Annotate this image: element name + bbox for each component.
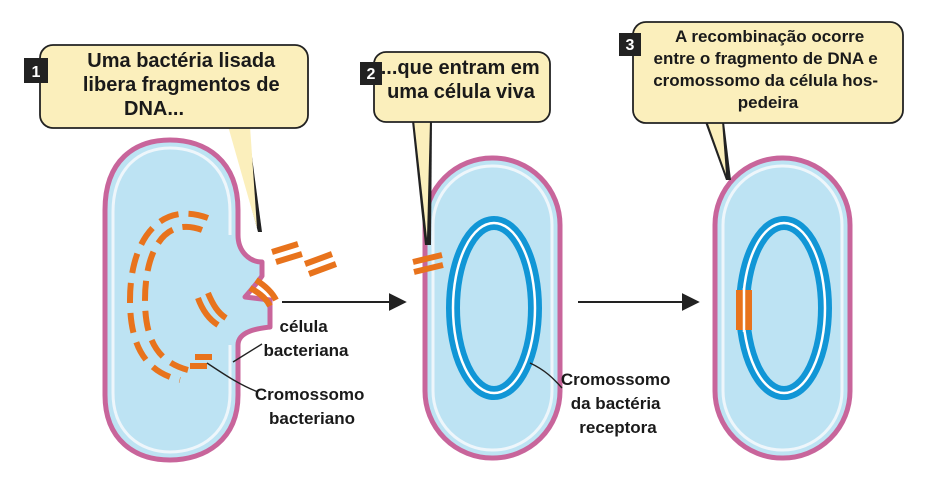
- dna-fragments-inside: [190, 277, 279, 369]
- entering-dna-fragment: [412, 252, 444, 275]
- recipient-label-line2: da bactéria: [571, 394, 661, 413]
- svg-text:...que entram em uma cél: ...que entram em uma célula viva: [381, 57, 546, 103]
- cell-label-line1: célula: [280, 317, 329, 336]
- step3-number: 3: [626, 37, 635, 54]
- step1-number: 1: [32, 64, 41, 81]
- recombined-dna-segment: [736, 288, 752, 332]
- svg-text:Uma bactéria lisada libe: Uma bactéria lisada libera fragmentos de…: [83, 50, 285, 120]
- step1-line2: libera fragmentos de: [83, 74, 280, 96]
- recipient-label: Cromossomo da bactéria receptora: [561, 370, 675, 437]
- chromosome-label: Cromossomo bacteriano: [255, 385, 369, 428]
- step1-line1: Uma bactéria lisada: [87, 50, 276, 72]
- recipient-label-line1: Cromossomo: [561, 370, 671, 389]
- step3-line2: entre o fragmento de DNA e: [654, 49, 878, 68]
- step3-line3: cromossomo da célula hos-: [653, 71, 878, 90]
- chromosome-label-line1: Cromossomo: [255, 385, 365, 404]
- cell-label-leader: [232, 343, 263, 363]
- lysed-bacterium: [102, 137, 338, 463]
- step2-line2: uma célula viva: [387, 81, 536, 103]
- callout-step2: 2 ...que entram em uma célula viva: [360, 51, 551, 245]
- recipient-label-line3: receptora: [579, 418, 657, 437]
- chromosome-label-line2: bacteriano: [269, 409, 355, 428]
- svg-text:A recombinação ocorre en: A recombinação ocorre entre o fragmento …: [653, 27, 883, 112]
- recipient-label-leader: [529, 362, 563, 389]
- recipient-chromosome: [446, 216, 542, 400]
- step3-line1: A recombinação ocorre: [675, 27, 864, 46]
- callout-step3: 3 A recombinação ocorre entre o fragment…: [619, 21, 904, 180]
- callout-step1: 1 Uma bactéria lisada libera fragmentos …: [24, 44, 309, 232]
- host-cell: [712, 155, 853, 461]
- cell-label-line2: bacteriana: [263, 341, 349, 360]
- broken-chromosome: [126, 210, 210, 383]
- recipient-cell: [412, 155, 563, 461]
- step3-line4: pedeira: [738, 93, 799, 112]
- chromosome-label-leader: [206, 362, 259, 393]
- step2-line1: ...que entram em: [381, 57, 540, 79]
- recipient-cell-body: [422, 155, 563, 461]
- step1-line3: DNA...: [124, 98, 184, 120]
- host-cell-body: [712, 155, 853, 461]
- step2-number: 2: [367, 66, 376, 83]
- released-dna-fragments: [271, 241, 338, 277]
- cell-label: célula bacteriana: [263, 317, 349, 360]
